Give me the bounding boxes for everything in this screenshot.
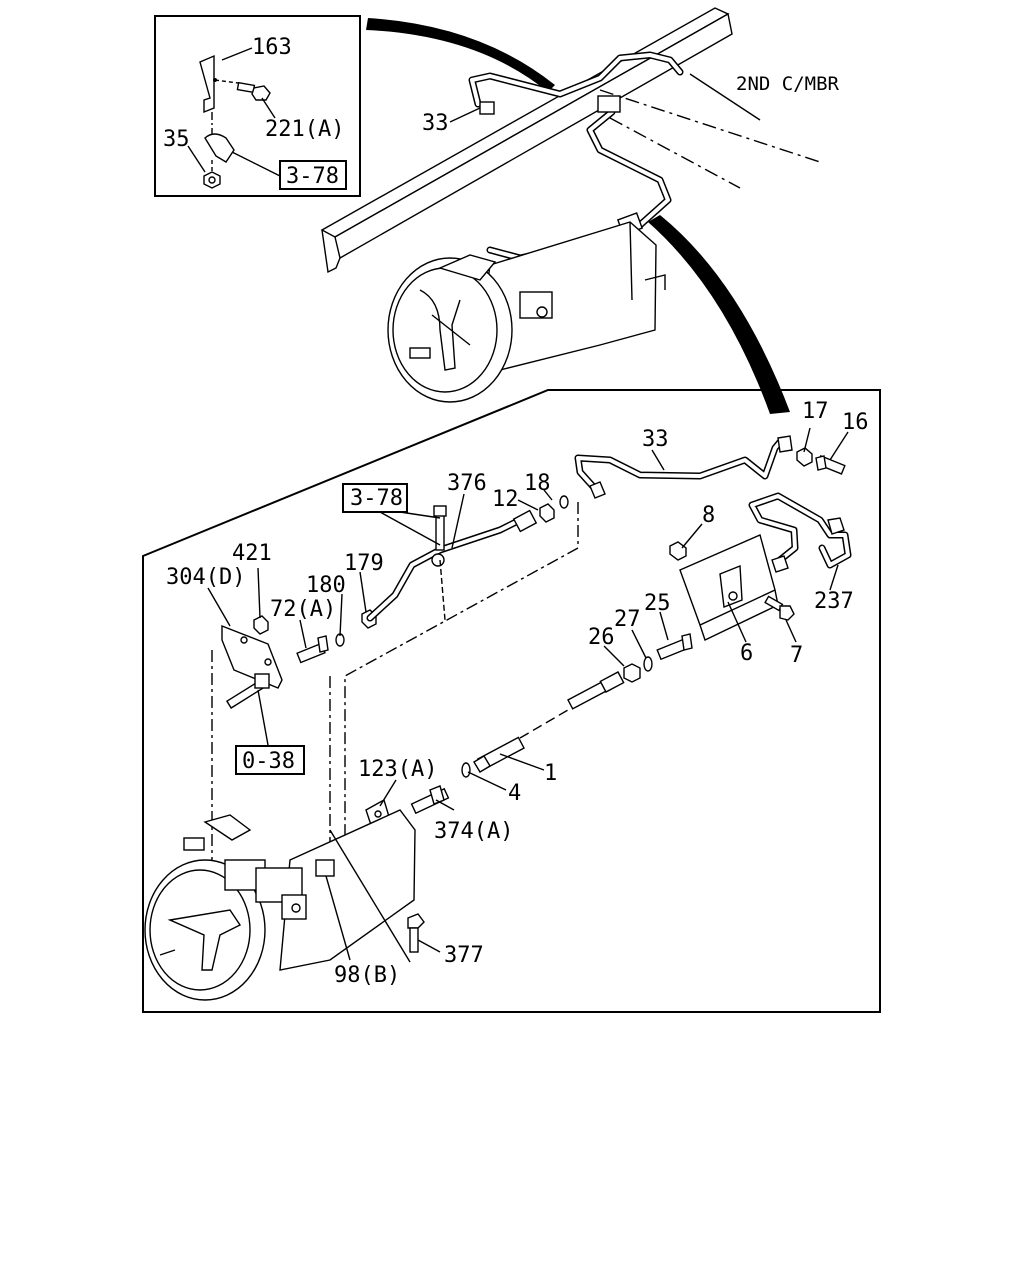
pipe-376 [366, 516, 524, 622]
callout-98b: 98(B) [334, 963, 400, 988]
inset-callout-35: 35 [163, 127, 190, 152]
callout-179: 179 [344, 551, 384, 576]
callout-1: 1 [544, 761, 557, 786]
zoom-arc-bottom [648, 215, 790, 414]
detail-transmission [144, 809, 416, 1001]
nut-8 [669, 541, 687, 561]
nut-26 [623, 663, 641, 683]
nut-421 [253, 615, 269, 635]
hose-1 [473, 671, 625, 773]
callout-17: 17 [802, 399, 829, 424]
callout-26: 26 [588, 625, 615, 650]
overview-callout-33: 33 [422, 111, 449, 136]
fitting-16 [815, 454, 846, 475]
overview-assembly: 2ND C/MBR 33 [320, 7, 840, 414]
overview-transmission [387, 221, 666, 403]
fitting-25 [656, 633, 693, 661]
callout-237: 237 [814, 589, 854, 614]
inset-bracket [199, 54, 215, 114]
callout-27: 27 [614, 607, 641, 632]
detail-frame [142, 389, 881, 1013]
detail-ref-box-038 [235, 745, 305, 775]
callout-377: 377 [444, 943, 484, 968]
bolt-377 [407, 913, 425, 953]
washer-18 [559, 495, 569, 509]
inset-panel: 163 221(A) 35 3-78 [154, 15, 361, 197]
bracket-6 [679, 534, 779, 641]
inset-callout-163: 163 [252, 35, 292, 60]
callout-72a: 72(A) [270, 597, 336, 622]
callout-4: 4 [508, 781, 521, 806]
callout-304d: 304(D) [166, 565, 245, 590]
bolt-038 [225, 673, 270, 709]
fitting-374a [410, 785, 450, 815]
callout-376: 376 [447, 471, 487, 496]
callout-12: 12 [492, 487, 519, 512]
washer-27 [643, 656, 653, 672]
callout-18: 18 [524, 471, 551, 496]
nut-12 [539, 503, 555, 523]
callout-374a: 374(A) [434, 819, 513, 844]
inset-bolt [236, 81, 271, 101]
crossmember-line [599, 89, 821, 163]
inset-ref-box [279, 160, 347, 190]
inset-ref-label: 3-78 [286, 164, 339, 189]
pipe-33 [574, 438, 784, 496]
inset-clip [204, 133, 235, 163]
detail-ref-label-378: 3-78 [350, 486, 403, 511]
inset-frame [154, 15, 361, 197]
bolt-7 [764, 595, 795, 621]
detail-panel: 33 17 16 376 18 12 3-78 8 421 304(D) 180… [142, 389, 881, 1013]
callout-180: 180 [306, 573, 346, 598]
callout-123a: 123(A) [358, 757, 437, 782]
callout-421: 421 [232, 541, 272, 566]
callout-7: 7 [790, 643, 803, 668]
detail-ref-label-038: 0-38 [242, 749, 295, 774]
callout-8: 8 [702, 503, 715, 528]
fitting-72a [296, 635, 329, 664]
inset-callout-221a: 221(A) [265, 117, 344, 142]
inset-nut [203, 171, 221, 189]
crossmember-label: 2ND C/MBR [736, 73, 840, 95]
detail-ref-box-378 [342, 483, 408, 513]
bracket-304d [221, 624, 283, 689]
callout-16: 16 [842, 410, 869, 435]
callout-6: 6 [740, 641, 753, 666]
zoom-arc-top [366, 18, 555, 92]
callout-33: 33 [642, 427, 669, 452]
washer-4 [461, 762, 471, 778]
callout-25: 25 [644, 591, 671, 616]
